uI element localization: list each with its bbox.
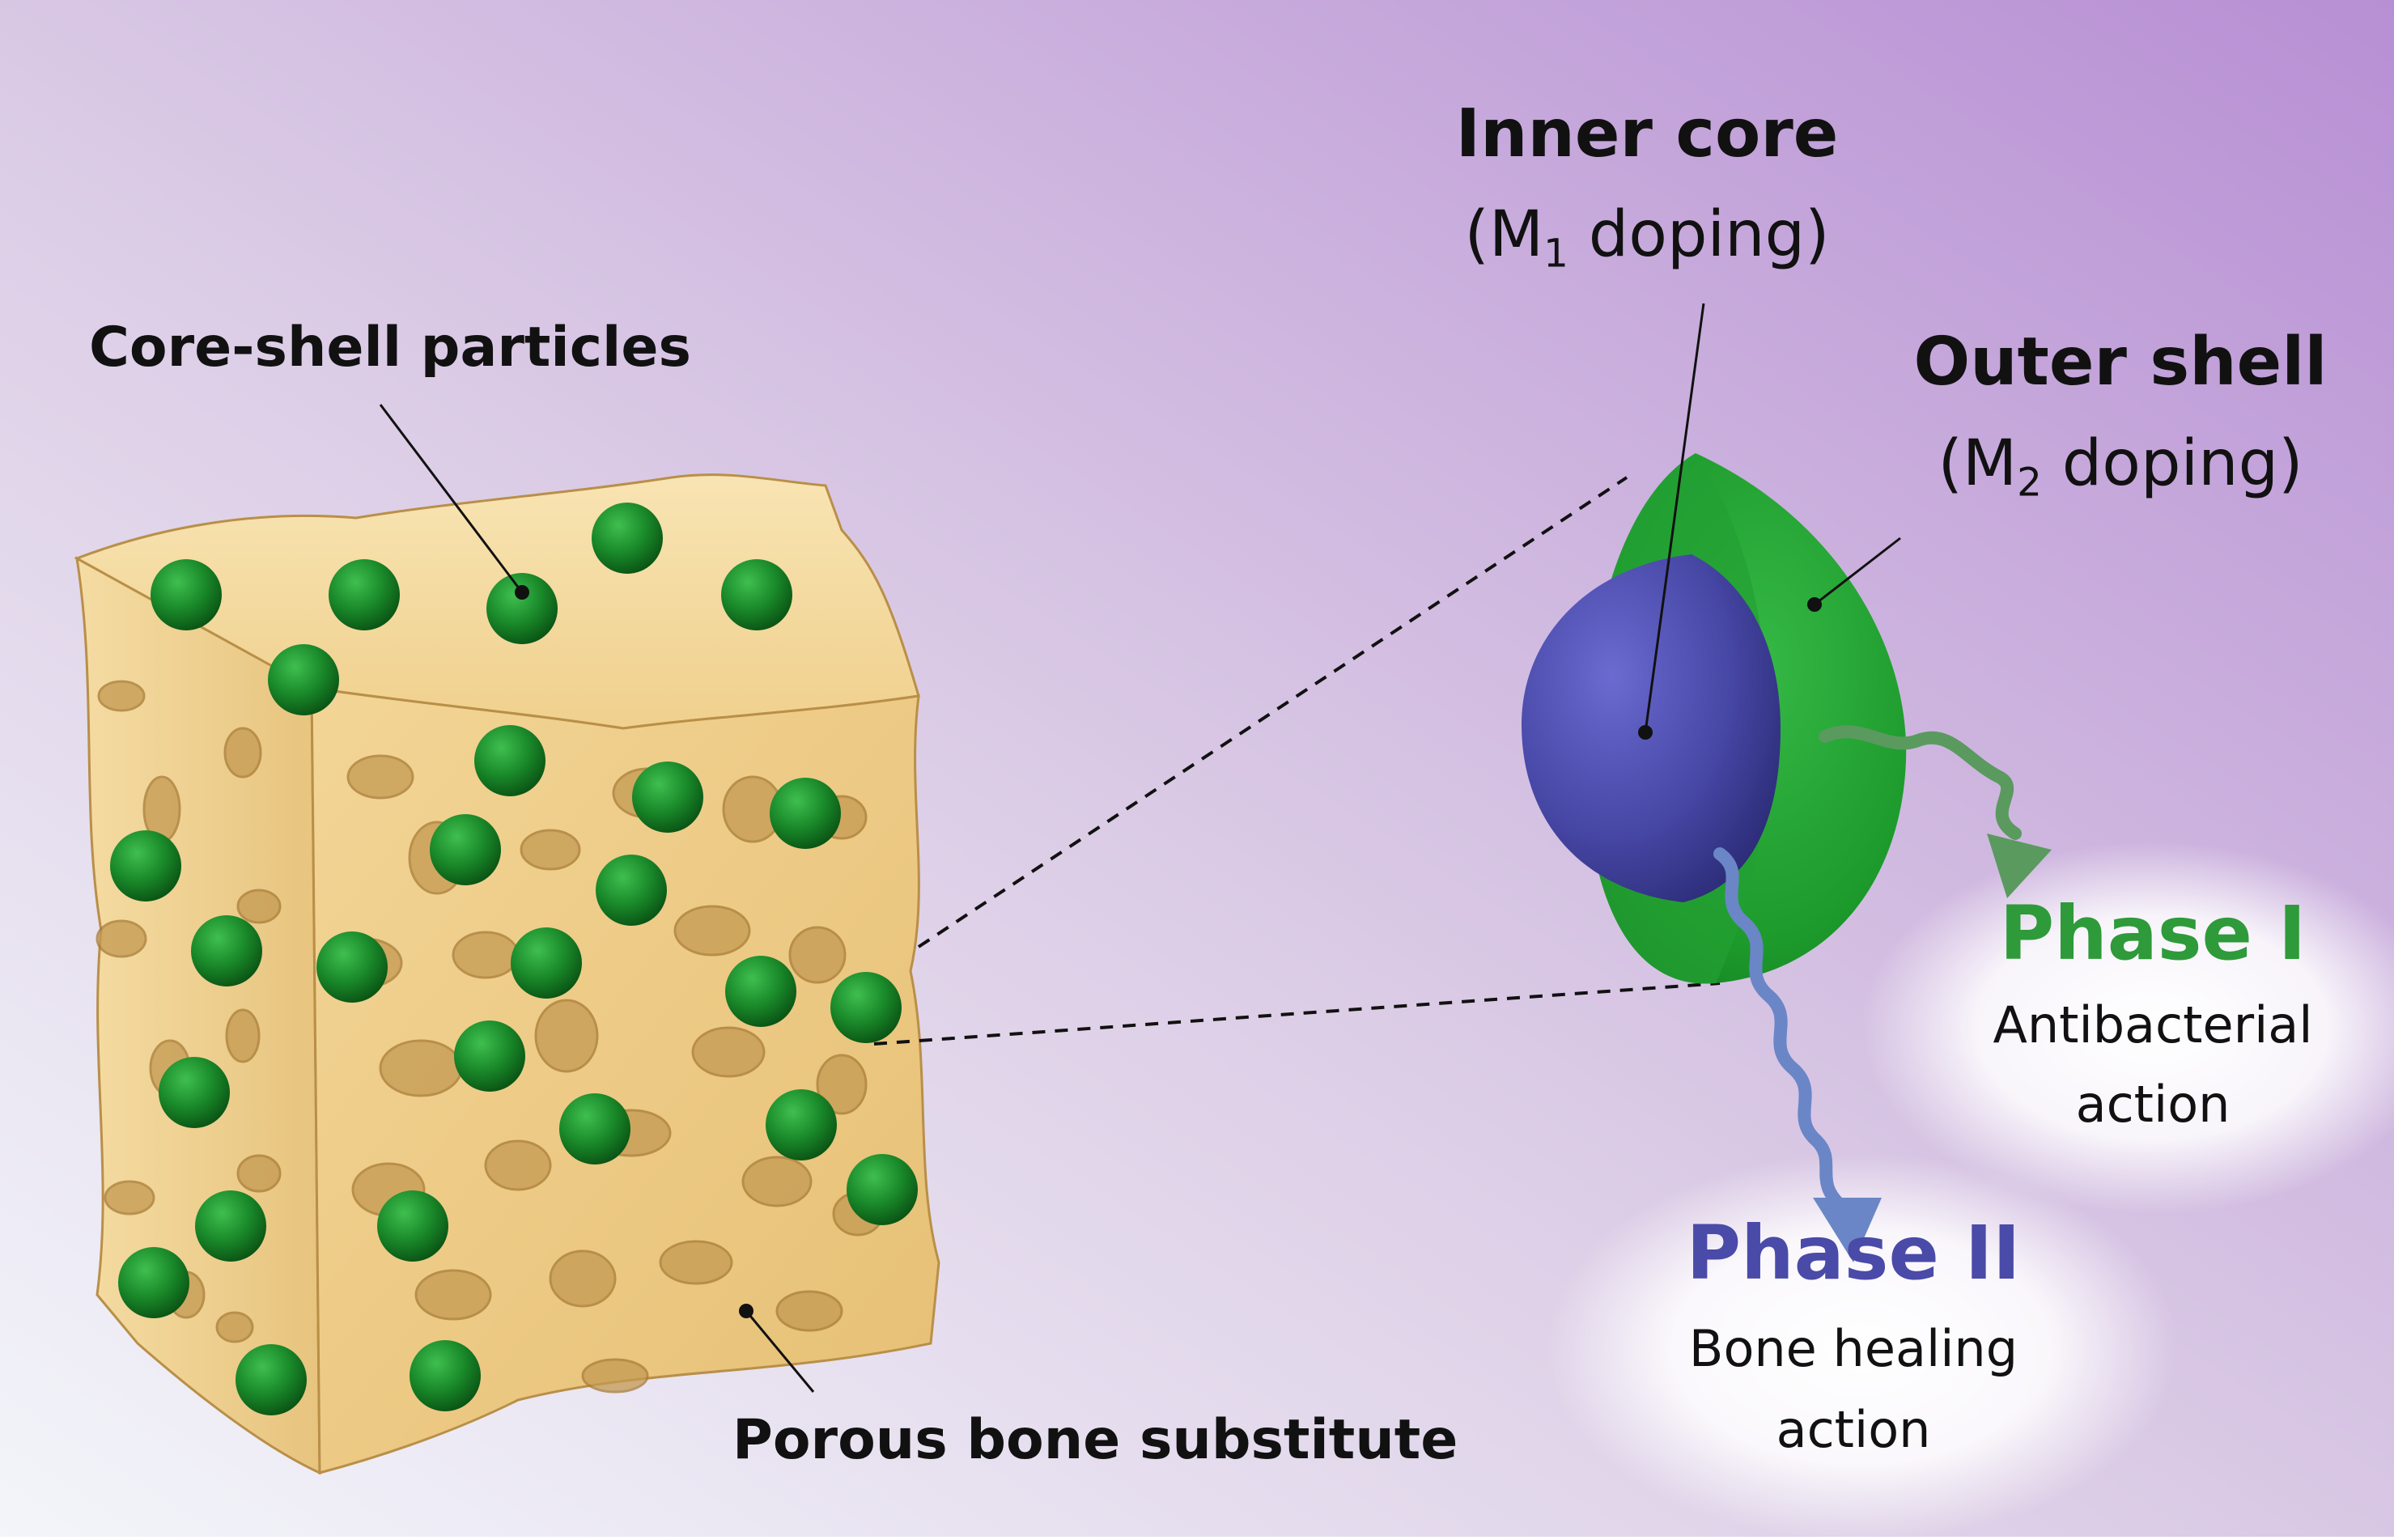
core-shell-particle: [110, 830, 181, 902]
core-shell-particle: [236, 1344, 307, 1415]
core-shell-particle: [159, 1057, 230, 1128]
outer-shell-leader: [1814, 537, 1901, 606]
core-shell-particle: [766, 1089, 837, 1160]
outer-shell-doping-label: (M2 doping): [1894, 427, 2347, 506]
core-shell-particle: [596, 855, 667, 926]
pore: [225, 1008, 261, 1063]
core-shell-particles-label: Core-shell particles: [89, 316, 691, 380]
inner-core-doping-close: doping): [1568, 198, 1830, 271]
core-shell-particle: [474, 725, 545, 796]
pore: [236, 1154, 282, 1193]
pore: [346, 754, 414, 800]
core-shell-particle: [830, 972, 902, 1043]
phase1-title: Phase I: [1999, 890, 2307, 977]
core-shell-particle: [430, 814, 501, 885]
pore: [484, 1139, 552, 1191]
pore: [673, 905, 751, 957]
core-shell-particle: [725, 956, 796, 1027]
pore: [741, 1156, 813, 1207]
pore: [549, 1249, 617, 1308]
core-shell-particle: [454, 1020, 525, 1092]
core-shell-particle: [377, 1190, 448, 1262]
phase2-line1: Bone healing: [1688, 1319, 2018, 1378]
core-shell-particle: [410, 1340, 481, 1411]
inner-core-doping-label: (M1 doping): [1420, 198, 1874, 277]
core-shell-particle: [559, 1093, 630, 1165]
core-shell-particle: [511, 927, 582, 999]
porous-bone-substitute-label: Porous bone substitute: [732, 1408, 1458, 1472]
phase2-glow: [1546, 1153, 2177, 1540]
core-shell-particle: [195, 1190, 266, 1262]
inner-core-leader: [1644, 303, 1705, 733]
pore: [414, 1269, 492, 1321]
core-shell-particle: [316, 931, 388, 1003]
core-shell-particles: [110, 503, 918, 1415]
pore: [104, 1180, 155, 1215]
outer-shell-doping-sub: 2: [2017, 460, 2042, 506]
pore: [236, 889, 282, 924]
pore: [215, 1311, 254, 1343]
core-shell-particle: [268, 644, 339, 715]
pore: [659, 1240, 733, 1285]
core-shell-particle: [486, 573, 558, 644]
pore: [581, 1358, 649, 1394]
phase2-arrowhead: [1813, 1198, 1882, 1262]
inner-core-title: Inner core: [1455, 95, 1839, 172]
phase1-line1: Antibacterial: [1993, 995, 2313, 1054]
core-shell-particle: [770, 778, 841, 849]
pore: [96, 919, 147, 958]
bone-leader: [745, 1310, 815, 1393]
core-shell-particle: [329, 559, 400, 630]
outer-shell-title: Outer shell: [1913, 324, 2328, 401]
pore: [452, 931, 520, 979]
zoom-line-bottom: [873, 982, 1721, 1046]
outer-shell-doping-close: doping): [2041, 427, 2303, 500]
inner-core-doping-sub: 1: [1543, 231, 1568, 277]
phase1-release-arrow: [1819, 725, 2022, 840]
pore: [97, 680, 146, 712]
core-shell-particle: [592, 503, 663, 574]
inner-core-doping-open: (M: [1464, 198, 1544, 271]
pore: [520, 829, 581, 871]
core-shell-leader: [379, 404, 524, 593]
pore: [816, 1054, 868, 1115]
core-shell-particle: [118, 1247, 189, 1318]
pore: [534, 999, 599, 1073]
core-shell-particle: [191, 915, 262, 986]
phase1-arrowhead: [1987, 834, 2052, 898]
pore: [691, 1026, 766, 1078]
pore: [788, 926, 847, 984]
outer-shell-doping-open: (M: [1938, 427, 2018, 500]
core-shell-particle: [847, 1154, 918, 1225]
core-shell-particle: [632, 762, 703, 833]
pore: [223, 727, 262, 778]
phase2-line2: action: [1776, 1400, 1931, 1459]
pore: [775, 1290, 843, 1332]
phase1-glow: [1861, 842, 2394, 1214]
phase2-title: Phase II: [1686, 1210, 2021, 1296]
phase2-release-arrow: [1713, 847, 1848, 1212]
zoom-line-top: [917, 476, 1628, 948]
pore: [379, 1039, 463, 1097]
core-shell-particle: [721, 559, 792, 630]
phase1-line2: action: [2075, 1075, 2231, 1134]
core-shell-particle: [151, 559, 222, 630]
